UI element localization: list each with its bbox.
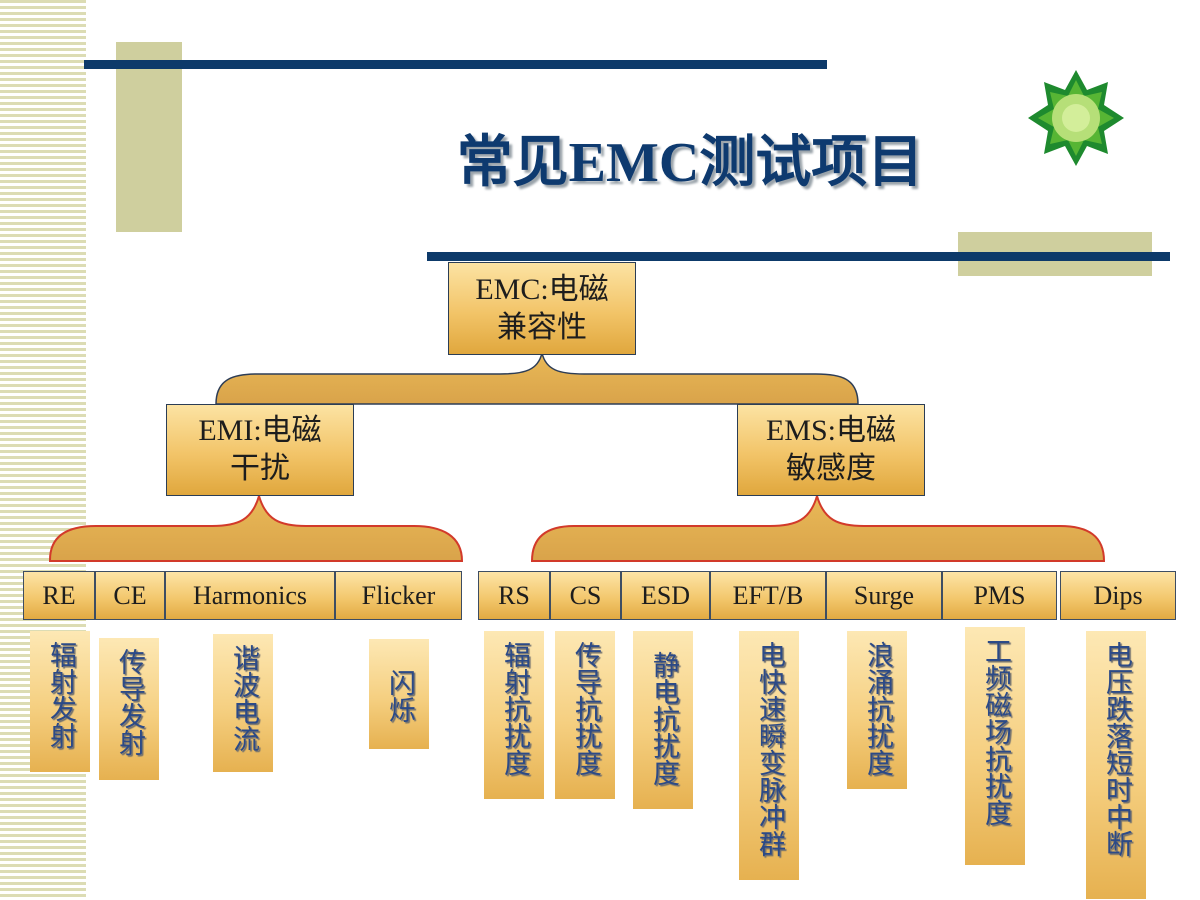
emi-line1: EMI:电磁 xyxy=(198,414,322,447)
leaf-surge: Surge xyxy=(826,571,942,620)
desc-esd: 静电抗扰度 xyxy=(633,631,693,809)
desc-rs-text: 辐射抗扰度 xyxy=(499,641,530,776)
root-line2: 兼容性 xyxy=(497,310,587,344)
emi-line2: 干扰 xyxy=(230,452,290,485)
leaf-esd: ESD xyxy=(621,571,710,620)
leaf-rs: RS xyxy=(478,571,550,620)
leaf-ce: CE xyxy=(95,571,165,620)
desc-dips: 电压跌落短时中断 xyxy=(1086,631,1146,899)
ems-brace xyxy=(530,492,1106,562)
desc-harmonics-text: 谐波电流 xyxy=(228,644,259,752)
leaf-flicker: Flicker xyxy=(335,571,462,620)
desc-re-text: 辐射发射 xyxy=(45,641,76,749)
branch-node-ems: EMS:电磁 敏感度 xyxy=(737,404,925,496)
top-rule xyxy=(84,60,827,69)
root-node-emc: EMC:电磁 兼容性 xyxy=(448,262,636,355)
desc-surge-text: 浪涌抗扰度 xyxy=(862,641,893,776)
desc-pms-text: 工频磁场抗扰度 xyxy=(980,637,1011,826)
root-brace xyxy=(215,352,859,405)
desc-flicker-text: 闪烁 xyxy=(384,669,415,723)
leaf-cs: CS xyxy=(550,571,621,620)
desc-ce-text: 传导发射 xyxy=(114,648,145,756)
leaf-eft-b: EFT/B xyxy=(710,571,826,620)
root-line1: EMC:电磁 xyxy=(475,272,609,306)
desc-cs: 传导抗扰度 xyxy=(555,631,615,799)
leaf-dips: Dips xyxy=(1060,571,1176,620)
desc-eft-b: 电快速瞬变脉冲群 xyxy=(739,631,799,880)
desc-rs: 辐射抗扰度 xyxy=(484,631,544,799)
desc-pms: 工频磁场抗扰度 xyxy=(965,627,1025,865)
green-star-flower-icon xyxy=(1028,70,1124,166)
olive-block-left xyxy=(116,42,182,232)
ems-line1: EMS:电磁 xyxy=(765,414,897,447)
emi-brace xyxy=(49,492,464,562)
page-title: 常见EMC测试项目 xyxy=(456,132,924,194)
desc-cs-text: 传导抗扰度 xyxy=(570,641,601,776)
ems-line2: 敏感度 xyxy=(786,452,876,485)
leaf-pms: PMS xyxy=(942,571,1057,620)
leaf-harmonics: Harmonics xyxy=(165,571,335,620)
desc-esd-text: 静电抗扰度 xyxy=(648,651,679,786)
desc-flicker: 闪烁 xyxy=(369,639,429,749)
mid-rule xyxy=(427,252,1170,261)
desc-eft-b-text: 电快速瞬变脉冲群 xyxy=(754,641,785,857)
leaf-re: RE xyxy=(23,571,95,620)
desc-ce: 传导发射 xyxy=(99,638,159,780)
desc-harmonics: 谐波电流 xyxy=(213,634,273,772)
branch-node-emi: EMI:电磁 干扰 xyxy=(166,404,354,496)
desc-dips-text: 电压跌落短时中断 xyxy=(1101,641,1132,857)
desc-re: 辐射发射 xyxy=(30,631,90,772)
desc-surge: 浪涌抗扰度 xyxy=(847,631,907,789)
